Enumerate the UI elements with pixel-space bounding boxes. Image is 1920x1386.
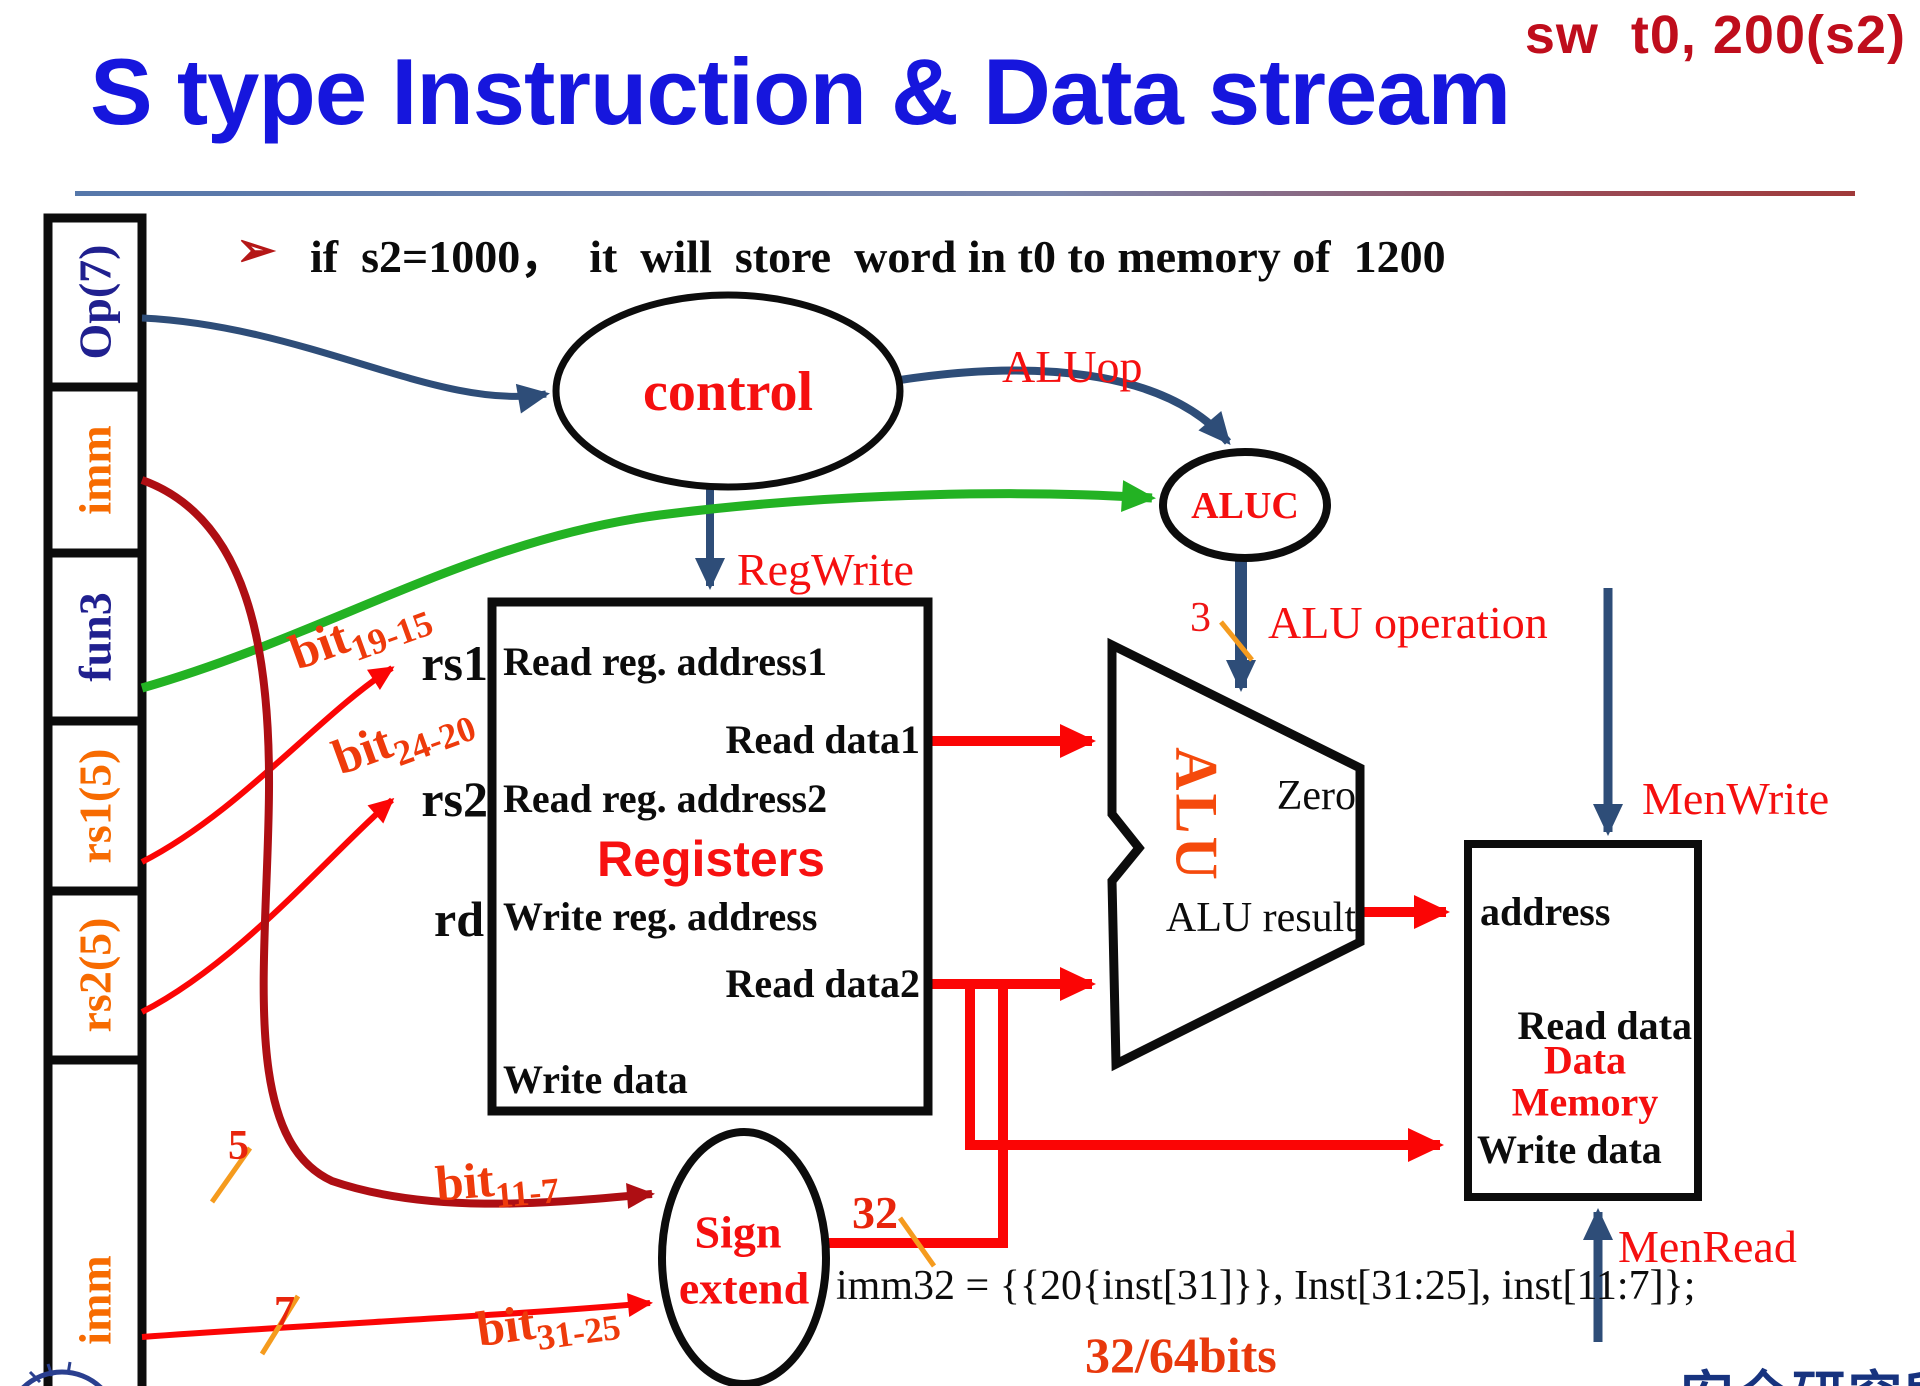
bullet-arrow-icon: ➢ <box>236 224 277 277</box>
wire-imm-high-to-signext <box>141 1293 653 1340</box>
registers-read-data2: Read data2 <box>725 961 920 1006</box>
data-memory-box <box>1464 840 1702 1201</box>
field-label-imm-low: imm <box>69 425 121 515</box>
sign-extend-line1: Sign <box>694 1206 782 1258</box>
mem-write-data-label: Write data <box>1477 1127 1662 1172</box>
aluop-signal-label: ALUop <box>1002 341 1143 392</box>
bits-note: 32/64bits <box>1085 1327 1277 1383</box>
instruction-field-column <box>43 213 147 1386</box>
seal-logo-icon <box>21 1361 103 1386</box>
bit-label-imm-low-sub: 11-7 <box>493 1170 561 1216</box>
title-divider <box>75 191 1855 196</box>
registers-write-data: Write data <box>503 1057 688 1102</box>
alu-result-label: ALU result <box>1165 895 1356 941</box>
field-label-op: Op(7) <box>69 244 121 360</box>
width-32: 32 <box>852 1187 898 1238</box>
mem-title-line2: Memory <box>1511 1079 1659 1125</box>
mem-address-label: address <box>1480 889 1611 934</box>
menread-signal-label: MenRead <box>1618 1221 1797 1272</box>
wire-imm-low-to-signext <box>140 476 655 1209</box>
bus-width-slashes <box>209 620 1254 1356</box>
regwrite-signal-label: RegWrite <box>737 544 914 595</box>
port-rs1: rs1 <box>421 635 488 691</box>
wire-op-to-control <box>141 314 550 414</box>
slash-7 <box>259 1294 301 1356</box>
sign-extend-line2: extend <box>678 1262 810 1314</box>
wire-control-to-aluc <box>899 366 1232 446</box>
bullet-text: if s2=1000， it will store word in t0 to … <box>310 231 1446 282</box>
registers-read-addr1: Read reg. address1 <box>503 639 828 684</box>
aluc-ellipse <box>1159 448 1331 562</box>
width-7: 7 <box>274 1289 295 1335</box>
mem-title-line1: Data <box>1543 1037 1627 1083</box>
bit-label-imm-high-base: bit <box>472 1293 539 1358</box>
sign-extend-ellipse <box>658 1128 830 1386</box>
registers-write-addr: Write reg. address <box>503 894 818 939</box>
port-rs2: rs2 <box>421 771 488 827</box>
alu-shape <box>1107 637 1365 1072</box>
wire-rs2-field-to-port <box>140 797 395 1015</box>
field-label-imm-high: imm <box>69 1255 121 1345</box>
bit-label-imm-low: bit11-7 <box>433 1144 561 1221</box>
field-box-rs1 <box>43 716 147 896</box>
aluc-label: ALUC <box>1191 485 1299 527</box>
instruction-example: sw t0, 200(s2) <box>1524 5 1906 65</box>
mem-read-data-label: Read data <box>1517 1003 1692 1048</box>
alu-label: ALU <box>1163 747 1230 883</box>
field-box-imm-high <box>43 1055 147 1386</box>
field-label-fun3: fun3 <box>69 592 121 682</box>
aluop-width-3: 3 <box>1190 595 1211 641</box>
wire-fun3-to-aluc <box>140 480 1156 693</box>
control-ellipse <box>552 291 904 491</box>
alu-operation-label: ALU operation <box>1268 597 1548 648</box>
institute-watermark: 安全研究所 <box>1680 1352 1920 1386</box>
slash-5 <box>209 1146 253 1204</box>
page-title: S type Instruction & Data stream <box>90 39 1511 144</box>
bit-label-imm-low-base: bit <box>433 1150 497 1212</box>
slash-3 <box>1219 620 1254 662</box>
registers-read-data1: Read data1 <box>725 717 920 762</box>
wire-rs1-field-to-port <box>140 665 395 865</box>
control-unit-label: control <box>642 361 814 423</box>
alu-zero-label: Zero <box>1276 773 1356 819</box>
width-5: 5 <box>228 1123 249 1169</box>
registers-read-addr2: Read reg. address2 <box>503 776 828 821</box>
registers-box <box>487 597 933 1116</box>
field-label-rs2: rs2(5) <box>69 917 121 1033</box>
field-label-rs1: rs1(5) <box>69 748 121 864</box>
slash-32 <box>897 1216 937 1268</box>
menwrite-signal-label: MenWrite <box>1642 773 1830 824</box>
port-rd: rd <box>434 891 484 947</box>
imm32-equation: imm32 = {{20{inst[31]}}, Inst[31:25], in… <box>836 1263 1696 1309</box>
registers-title: Registers <box>597 831 825 887</box>
